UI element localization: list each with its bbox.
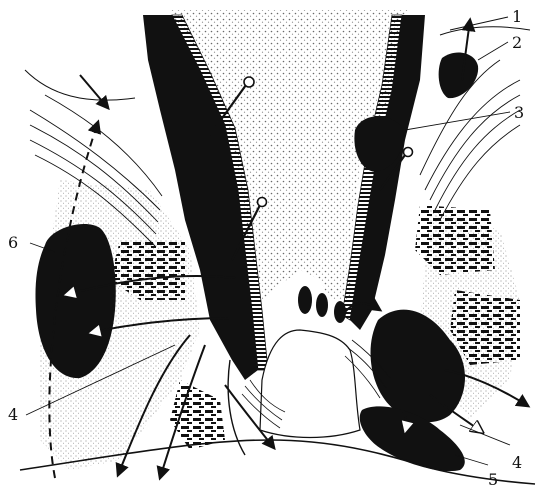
label-5: 5 [488, 470, 498, 487]
label-4-right: 4 [512, 453, 522, 472]
label-6: 6 [8, 233, 18, 252]
supralevator-abscess [439, 52, 479, 98]
label-3: 3 [514, 103, 524, 122]
label-2: 2 [512, 33, 522, 52]
subcutaneous-abscess [360, 406, 465, 471]
ischiorectal-abscess-left [35, 224, 115, 378]
anal-canal [260, 330, 360, 438]
label-4-left: 4 [8, 405, 18, 424]
label-1: 1 [512, 7, 522, 26]
